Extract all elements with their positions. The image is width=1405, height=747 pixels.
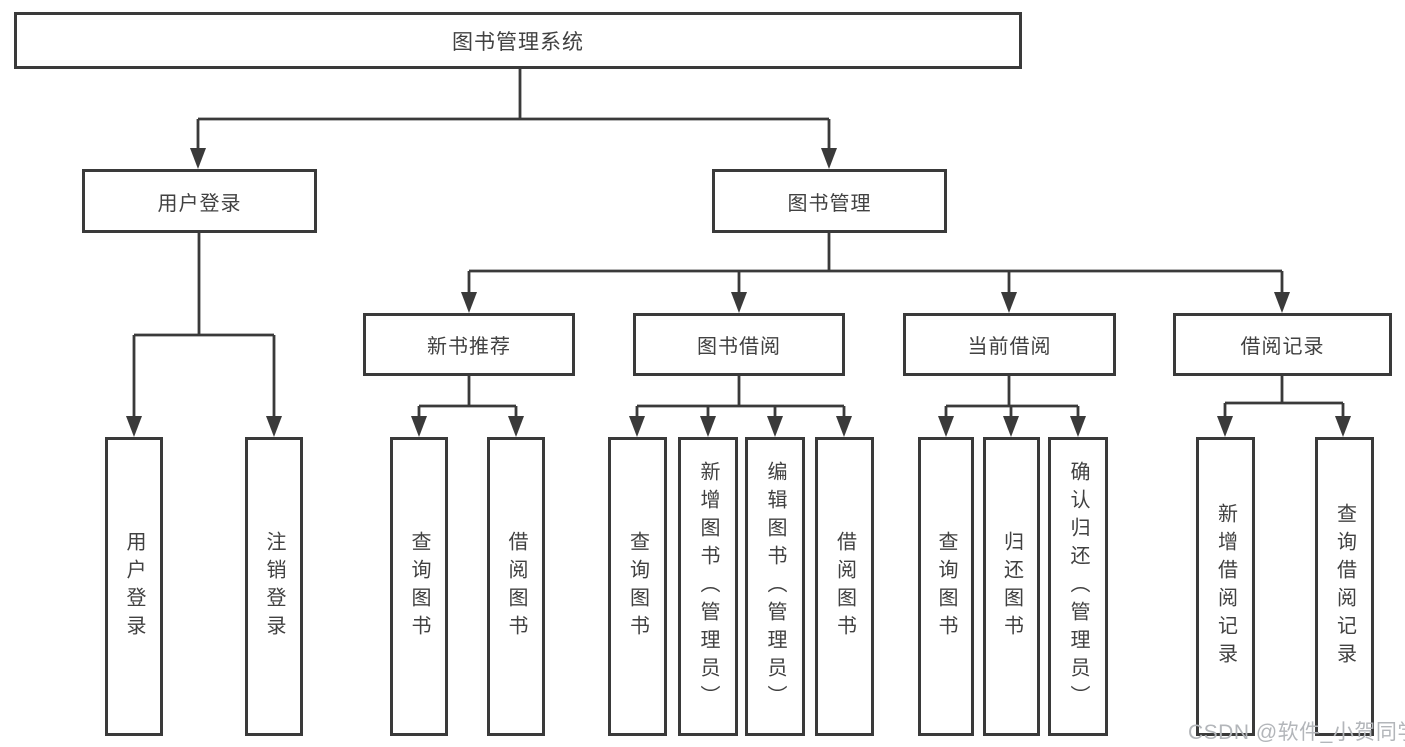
node-book-borrowing: 图书借阅 — [633, 313, 845, 376]
leaf-label: 借阅图书 — [833, 530, 856, 643]
leaf-label: 查询图书 — [626, 530, 649, 643]
leaf-add-book-admin: 新增图书（管理员） — [678, 437, 738, 736]
csdn-watermark: CSDN @软件_小贺同学 — [1188, 721, 1405, 744]
leaf-borrow-books-borrowing: 借阅图书 — [815, 437, 874, 736]
leaf-user-login: 用户登录 — [105, 437, 163, 736]
leaf-label: 新增借阅记录 — [1214, 502, 1237, 671]
node-book-management: 图书管理 — [712, 169, 947, 233]
leaf-label: 用户登录 — [123, 530, 145, 643]
leaf-label: 编辑图书（管理员） — [764, 460, 786, 713]
leaf-label: 查询借阅记录 — [1333, 502, 1356, 671]
leaf-query-books-current: 查询图书 — [918, 437, 974, 736]
node-library-management-system: 图书管理系统 — [14, 12, 1022, 69]
node-current-borrowing: 当前借阅 — [903, 313, 1116, 376]
leaf-label: 借阅图书 — [505, 530, 527, 643]
node-label: 图书管理系统 — [452, 30, 584, 54]
leaf-label: 注销登录 — [263, 530, 285, 643]
node-label: 用户登录 — [157, 192, 242, 215]
node-borrowing-records: 借阅记录 — [1173, 313, 1392, 376]
node-label: 图书借阅 — [697, 336, 781, 358]
leaf-edit-book-admin: 编辑图书（管理员） — [745, 437, 805, 736]
leaf-add-borrow-record: 新增借阅记录 — [1196, 437, 1255, 736]
leaf-confirm-return-admin: 确认归还（管理员） — [1048, 437, 1108, 736]
node-user-login: 用户登录 — [82, 169, 317, 233]
leaf-query-books-borrowing: 查询图书 — [608, 437, 667, 736]
leaf-label: 归还图书 — [1000, 530, 1023, 643]
node-label: 图书管理 — [787, 192, 872, 215]
node-new-book-recommendation: 新书推荐 — [363, 313, 575, 376]
leaf-query-books-recommend: 查询图书 — [390, 437, 448, 736]
node-label: 新书推荐 — [427, 336, 511, 358]
leaf-logout: 注销登录 — [245, 437, 303, 736]
node-label: 当前借阅 — [967, 336, 1052, 358]
leaf-label: 新增图书（管理员） — [697, 460, 719, 713]
leaf-label: 确认归还（管理员） — [1067, 460, 1089, 713]
node-label: 借阅记录 — [1240, 336, 1325, 358]
leaf-label: 查询图书 — [935, 530, 957, 643]
leaf-borrow-books-recommend: 借阅图书 — [487, 437, 545, 736]
leaf-label: 查询图书 — [408, 530, 430, 643]
leaf-return-books: 归还图书 — [983, 437, 1040, 736]
leaf-query-borrow-record: 查询借阅记录 — [1315, 437, 1374, 736]
